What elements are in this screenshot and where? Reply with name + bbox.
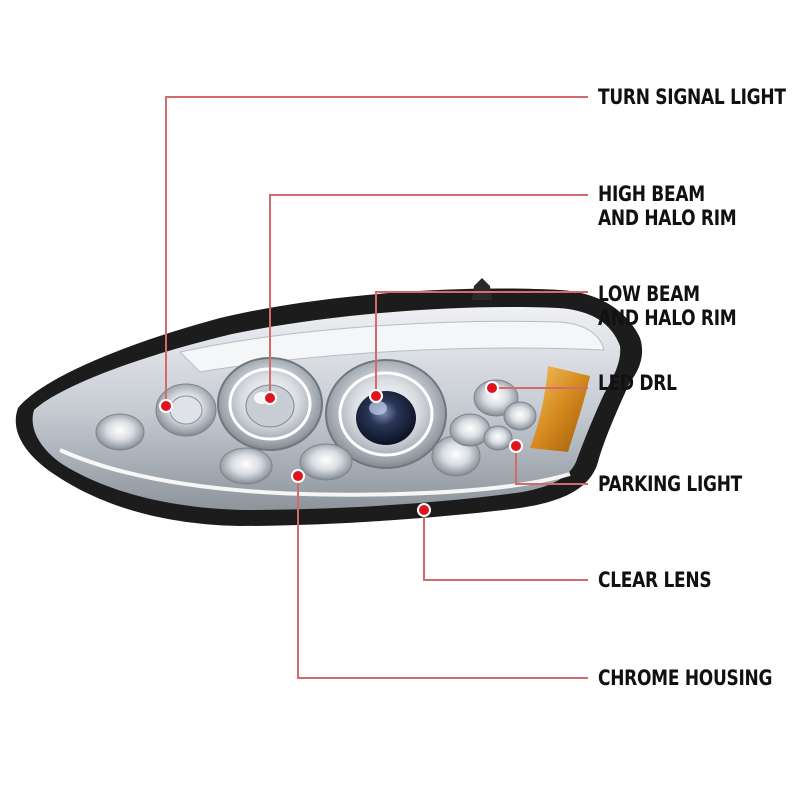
mount-tab <box>472 278 492 300</box>
lower-reflector-bowls <box>219 413 491 485</box>
high-beam-and-halo-rim-label-line: HIGH BEAM <box>598 182 705 206</box>
high-beam-and-halo-rim-label-line: AND HALO RIM <box>598 206 737 230</box>
callout-leaders <box>165 96 588 679</box>
clear-lens-leader-line <box>423 510 588 581</box>
turn-signal-light-label-line: TURN SIGNAL LIGHT <box>598 85 786 109</box>
led-drl-label-line: LED DRL <box>598 371 677 395</box>
low-beam-assembly <box>325 359 447 469</box>
high-beam-assembly <box>217 357 323 451</box>
callout-markers <box>159 381 523 517</box>
parking-light-label-line: PARKING LIGHT <box>598 472 743 496</box>
led-drl-label: LED DRL <box>598 371 677 395</box>
high-beam-and-halo-rim-marker <box>265 393 275 403</box>
parking-light-label: PARKING LIGHT <box>598 472 742 496</box>
chrome-housing-marker <box>293 471 303 481</box>
led-drl-marker <box>487 383 497 393</box>
chrome-housing-label: CHROME HOUSING <box>598 666 772 690</box>
low-beam-and-halo-rim-label-line: AND HALO RIM <box>598 306 737 330</box>
parking-light-marker <box>511 441 521 451</box>
turn-signal-light-leader-line <box>165 96 588 406</box>
high-beam-and-halo-rim-leader-line <box>269 194 588 398</box>
clear-lens-label-line: CLEAR LENS <box>598 568 712 592</box>
low-beam-and-halo-rim-label-line: LOW BEAM <box>598 282 700 306</box>
turn-signal-light-marker <box>161 401 171 411</box>
low-beam-and-halo-rim-leader-line <box>375 291 588 396</box>
chrome-housing-label-line: CHROME HOUSING <box>598 666 773 690</box>
clear-lens-marker <box>419 505 429 515</box>
turn-signal-light-label: TURN SIGNAL LIGHT <box>598 85 786 109</box>
low-beam-and-halo-rim-marker <box>371 391 381 401</box>
turn-signal-cluster <box>95 383 217 451</box>
clear-lens-label: CLEAR LENS <box>598 568 712 592</box>
chrome-housing-leader-line <box>297 476 588 679</box>
parking-light-leader-line <box>515 446 588 485</box>
